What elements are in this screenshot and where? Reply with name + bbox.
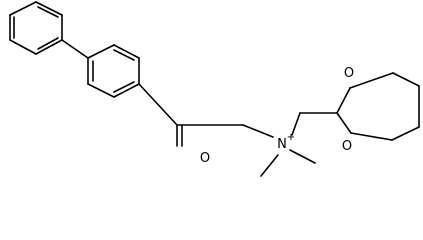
bond — [350, 132, 393, 141]
bond — [87, 83, 115, 98]
ring-oxygen-top-label: O — [344, 66, 354, 81]
bond — [9, 1, 37, 16]
bond — [113, 44, 140, 59]
n-methyl-bond — [289, 149, 316, 164]
ketone-oxygen-label: O — [200, 151, 210, 166]
bond — [35, 39, 63, 55]
dioxane-ring — [336, 72, 420, 141]
bond — [9, 39, 37, 55]
double-bond-inner — [113, 81, 135, 93]
bond — [392, 72, 420, 87]
phenylene-ring — [87, 44, 140, 98]
label-mask — [339, 137, 355, 153]
biaryl-bond — [61, 39, 89, 59]
nitrogen-methylene-bond — [291, 112, 301, 136]
n-methyl-bond — [260, 154, 279, 177]
aryl-carbonyl-bond — [138, 83, 178, 126]
ammonium-nitrogen-label: N — [277, 137, 287, 152]
methylene-nitrogen-bond — [242, 124, 274, 138]
bond — [391, 126, 420, 141]
double-bond-inner — [37, 6, 59, 18]
bond — [113, 83, 140, 98]
bond — [336, 112, 352, 134]
ammonium-charge-label: + — [287, 132, 295, 143]
ring-oxygen-bottom-label: O — [342, 139, 352, 154]
bond — [87, 44, 115, 59]
double-bond-inner — [37, 37, 59, 50]
chemical-structure-diagram: O N + O O — [9, 1, 420, 177]
terminal-phenyl-ring — [9, 1, 63, 55]
bond — [35, 1, 63, 16]
bond — [336, 87, 351, 114]
bond — [349, 72, 394, 89]
label-mask — [341, 64, 357, 80]
double-bond-inner — [113, 49, 135, 61]
